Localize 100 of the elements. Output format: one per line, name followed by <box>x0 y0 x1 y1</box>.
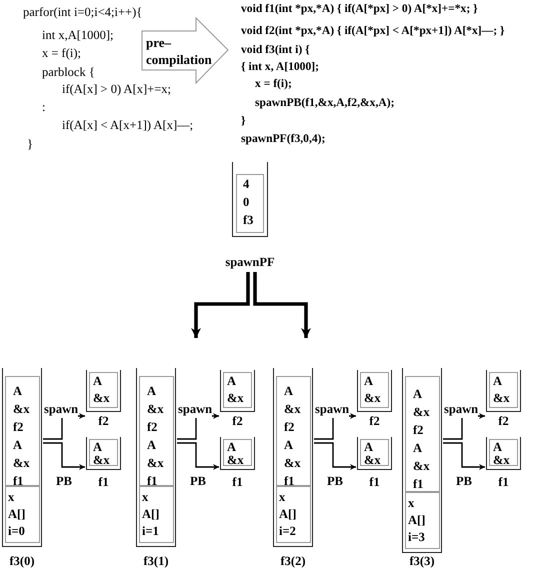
stack-entry: A <box>93 374 102 388</box>
stack-label: f2 <box>232 414 243 428</box>
stack-entry: A <box>413 441 422 455</box>
stack-label: f1 <box>369 475 380 489</box>
arrow <box>177 442 219 470</box>
stack-entry: i=3 <box>408 530 425 544</box>
edge-label: pre– compilation <box>146 34 213 68</box>
stack-entry: &x <box>284 402 301 416</box>
stack-entry: A[] <box>279 507 296 521</box>
code-line: } <box>241 114 246 128</box>
stack-entry: f1 <box>413 477 424 491</box>
code-line: { int x, A[1000]; <box>241 60 319 74</box>
arrow <box>191 272 250 338</box>
stack-section <box>5 376 40 486</box>
stack-entry: 0 <box>243 195 250 209</box>
stack-entry: &x <box>227 453 244 467</box>
stack-entry: &x <box>493 453 510 467</box>
stack-entry: &x <box>93 391 110 405</box>
stack-entry: &x <box>147 456 164 470</box>
arrow <box>43 442 85 470</box>
stack-label: f1 <box>232 475 243 489</box>
code-line: if(A[x] < A[x+1]) A[x]––; <box>62 118 194 132</box>
stack-label: f3(1) <box>144 554 168 568</box>
stack-entry: &x <box>13 402 30 416</box>
stack-entry: x <box>8 490 14 504</box>
stack-entry: i=1 <box>142 524 159 538</box>
stack-entry: i=2 <box>279 524 296 538</box>
arrow <box>314 442 356 470</box>
stack-entry: A <box>93 440 102 454</box>
code-line: spawnPB(f1,&x,A,f2,&x,A); <box>255 96 394 110</box>
stack-entry: f1 <box>13 474 24 488</box>
stack-entry: A <box>284 438 294 452</box>
stack-section <box>405 376 440 492</box>
stack-entry: A <box>147 438 156 452</box>
stack-entry: A <box>493 374 502 388</box>
stack-label: f3(0) <box>10 554 34 568</box>
stack-entry: A[] <box>142 507 160 521</box>
stack-section <box>276 486 311 543</box>
arrow <box>443 442 485 470</box>
stack-entry: f2 <box>284 420 294 434</box>
stack-entry: A <box>227 374 236 388</box>
stack-section <box>5 486 40 543</box>
stack-section <box>405 492 440 549</box>
stack-label: f1 <box>98 475 109 489</box>
stack-label: f1 <box>498 475 509 489</box>
code-line: spawnPF(f3,0,4); <box>241 132 326 146</box>
stack-label: f3(3) <box>410 554 434 568</box>
arrow <box>253 272 311 338</box>
stack-entry: &x <box>364 391 381 405</box>
stack-entry: A <box>493 440 502 454</box>
stack-section <box>236 174 264 233</box>
stack-entry: A <box>284 384 294 398</box>
stack-entry: A[] <box>8 507 26 521</box>
stack-entry: x <box>279 490 286 504</box>
code-line: void f3(int i) { <box>241 43 310 57</box>
stack-label: f2 <box>369 414 380 428</box>
stack-entry: f2 <box>147 420 158 434</box>
stack-section <box>276 376 311 486</box>
code-line: if(A[x] > 0) A[x]+=x; <box>62 82 171 96</box>
code-line: void f2(int *px,*A) { if(A[*px] < A[*px+1]) A[*x]––; } <box>241 24 505 38</box>
stack-entry: A <box>413 387 422 401</box>
code-line: parfor(int i=0;i<4;i++){ <box>23 5 142 19</box>
stack-entry: x <box>408 496 414 510</box>
stack-entry: 4 <box>243 177 250 191</box>
stack-entry: A <box>147 384 156 398</box>
code-line: parblock { <box>42 65 95 79</box>
stack-label: f2 <box>98 414 109 428</box>
stack-entry: i=0 <box>8 524 25 538</box>
code-line: int x,A[1000]; <box>42 28 114 42</box>
stack-entry: A[] <box>408 513 426 527</box>
stack-entry: &x <box>413 405 430 419</box>
stack-entry: A <box>227 440 236 454</box>
block-arrow <box>142 16 229 84</box>
stack-entry: f2 <box>413 423 424 437</box>
stack-entry: f3 <box>243 213 254 227</box>
code-line: x = f(i); <box>42 46 81 60</box>
stack-entry: &x <box>93 453 110 467</box>
stack-entry: &x <box>413 459 430 473</box>
stack-entry: A <box>13 438 22 452</box>
stack-entry: A <box>13 384 22 398</box>
stack-entry: x <box>142 490 148 504</box>
stack-section <box>139 376 174 486</box>
stack-entry: &x <box>364 453 381 467</box>
code-line: x = f(i); <box>255 77 292 91</box>
code-line: : <box>42 100 46 114</box>
stack-entry: &x <box>13 456 30 470</box>
stack-label: f3(2) <box>280 554 306 568</box>
stack-entry: &x <box>147 402 164 416</box>
code-line: } <box>27 137 33 151</box>
stack-entry: A <box>364 440 374 454</box>
stack-section <box>139 486 174 543</box>
stack-label: spawnPF <box>225 255 275 269</box>
stack-entry: f2 <box>13 420 24 434</box>
stack-entry: f1 <box>147 474 158 488</box>
stack-entry: A <box>364 374 374 388</box>
stack-entry: &x <box>284 456 301 470</box>
stack-entry: &x <box>493 391 510 405</box>
stack-entry: f1 <box>284 474 294 488</box>
stack-label: f2 <box>498 414 509 428</box>
code-line: void f1(int *px,*A) { if(A[*px] > 0) A[*x]+=*x; } <box>241 2 478 16</box>
